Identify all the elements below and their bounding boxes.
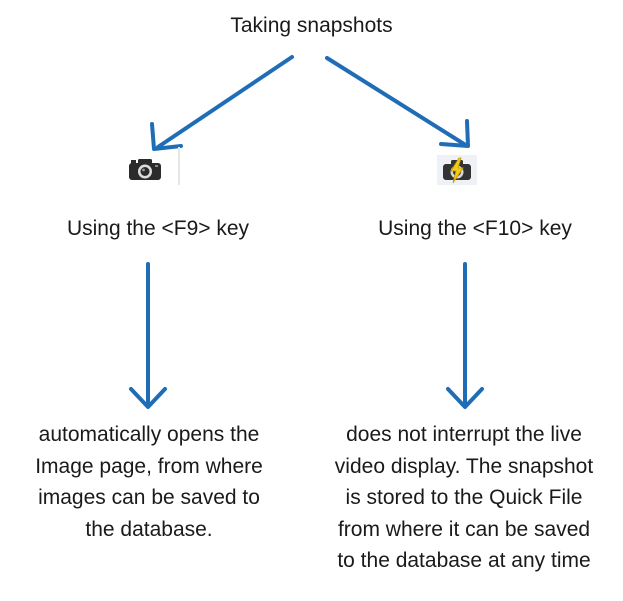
description-line: images can be saved to xyxy=(38,486,260,509)
description-line: from where it can be saved xyxy=(337,517,591,541)
camera-icon xyxy=(129,159,161,180)
f9-key-label: Using the <F9> key xyxy=(66,217,250,240)
arrow-f9-to-description xyxy=(129,262,167,409)
arrow-title-to-f9 xyxy=(150,55,294,151)
camera-flash-icon xyxy=(437,155,477,185)
description-line: does not interrupt the live xyxy=(346,423,582,446)
arrow-f10-to-description xyxy=(446,262,484,409)
description-line: the database. xyxy=(85,517,213,541)
description-line: Image page, from where xyxy=(35,454,263,478)
description-line: is stored to the Quick File xyxy=(345,486,583,509)
f9-description: automatically opens the Image page, from… xyxy=(0,419,298,545)
diagram-title: Taking snapshots xyxy=(230,14,393,37)
description-line: automatically opens the xyxy=(38,423,260,446)
description-line: video display. The snapshot xyxy=(334,454,594,478)
arrow-title-to-f10 xyxy=(325,56,470,148)
f10-description: does not interrupt the live video displa… xyxy=(311,419,617,577)
f10-key-label: Using the <F10> key xyxy=(378,217,572,240)
description-line: to the database at any time xyxy=(337,549,591,572)
icon-divider xyxy=(178,147,180,185)
